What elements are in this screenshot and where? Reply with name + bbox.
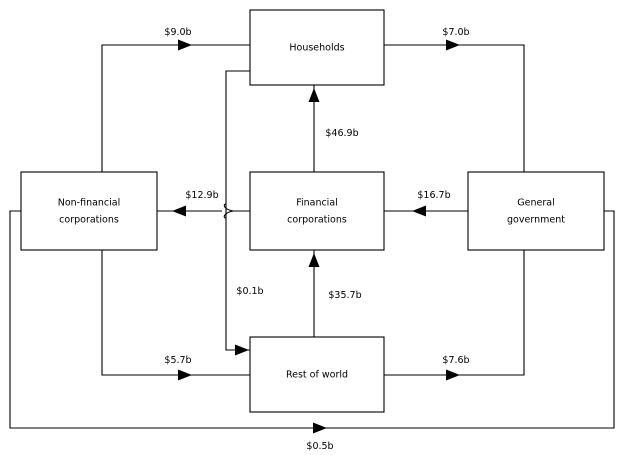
flow-arrow-fc-to-hh	[308, 88, 320, 102]
flow-line-hh-to-gov	[384, 44, 525, 172]
node-households-box[interactable]	[249, 9, 385, 86]
flow-arrow-hh-to-row	[235, 344, 249, 356]
flow-label-row-to-fc: $35.7b	[328, 290, 361, 301]
flow-line-row-to-nfc	[101, 250, 250, 376]
flow-arrow-hh-to-gov	[446, 39, 460, 51]
flow-label-hh-to-gov: $7.0b	[442, 27, 469, 38]
flow-label-nfc-to-gov: $0.5b	[306, 441, 333, 452]
flow-label-fc-to-nfc: $12.9b	[185, 190, 218, 201]
flow-arrow-row-to-nfc	[178, 369, 192, 381]
node-financial-corporations-label-line1: Financial	[296, 198, 338, 209]
node-nonfinancial-corporations-box[interactable]	[20, 171, 158, 251]
node-financial-corporations-box[interactable]	[249, 171, 385, 251]
flow-line-fc-to-nfc-hop-lower	[223, 210, 234, 219]
node-rest-of-world[interactable]: Rest of world	[249, 336, 385, 413]
flow-label-gov-to-fc: $16.7b	[417, 190, 450, 201]
flow-arrow-row-to-gov	[446, 369, 460, 381]
flow-label-row-to-nfc: $5.7b	[164, 355, 191, 366]
flow-arrow-fc-to-nfc	[172, 205, 186, 217]
flow-label-hh-to-row: $0.1b	[236, 286, 263, 297]
flow-arrow-hh-to-nfc	[178, 39, 192, 51]
flow-arrow-nfc-to-gov	[313, 422, 327, 434]
node-households-label: Households	[289, 43, 344, 54]
flow-label-fc-to-hh: $46.9b	[325, 128, 358, 139]
flow-line-row-to-gov	[384, 250, 525, 376]
node-households[interactable]: Households	[249, 9, 385, 86]
node-nonfinancial-corporations[interactable]: Non-financial corporations	[20, 171, 158, 251]
node-general-government-box[interactable]	[467, 171, 605, 251]
flow-arrow-gov-to-fc	[412, 205, 426, 217]
flow-line-nfc-to-gov	[9, 210, 615, 429]
node-general-government-label-line2: government	[507, 215, 565, 226]
node-financial-corporations-label-line2: corporations	[287, 215, 347, 226]
flow-line-fc-to-nfc-hop-upper	[223, 203, 234, 212]
node-general-government-label-line1: General	[517, 198, 554, 209]
flow-line-hh-to-nfc	[101, 44, 250, 172]
flow-arrow-row-to-fc	[308, 253, 320, 267]
node-rest-of-world-label: Rest of world	[286, 370, 348, 381]
node-general-government[interactable]: General government	[467, 171, 605, 251]
flow-label-row-to-gov: $7.6b	[442, 355, 469, 366]
node-rest-of-world-box[interactable]	[249, 336, 385, 413]
flow-label-hh-to-nfc: $9.0b	[164, 27, 191, 38]
node-financial-corporations[interactable]: Financial corporations	[249, 171, 385, 251]
node-nonfinancial-corporations-label-line1: Non-financial	[58, 198, 121, 209]
node-nonfinancial-corporations-label-line2: corporations	[59, 215, 119, 226]
